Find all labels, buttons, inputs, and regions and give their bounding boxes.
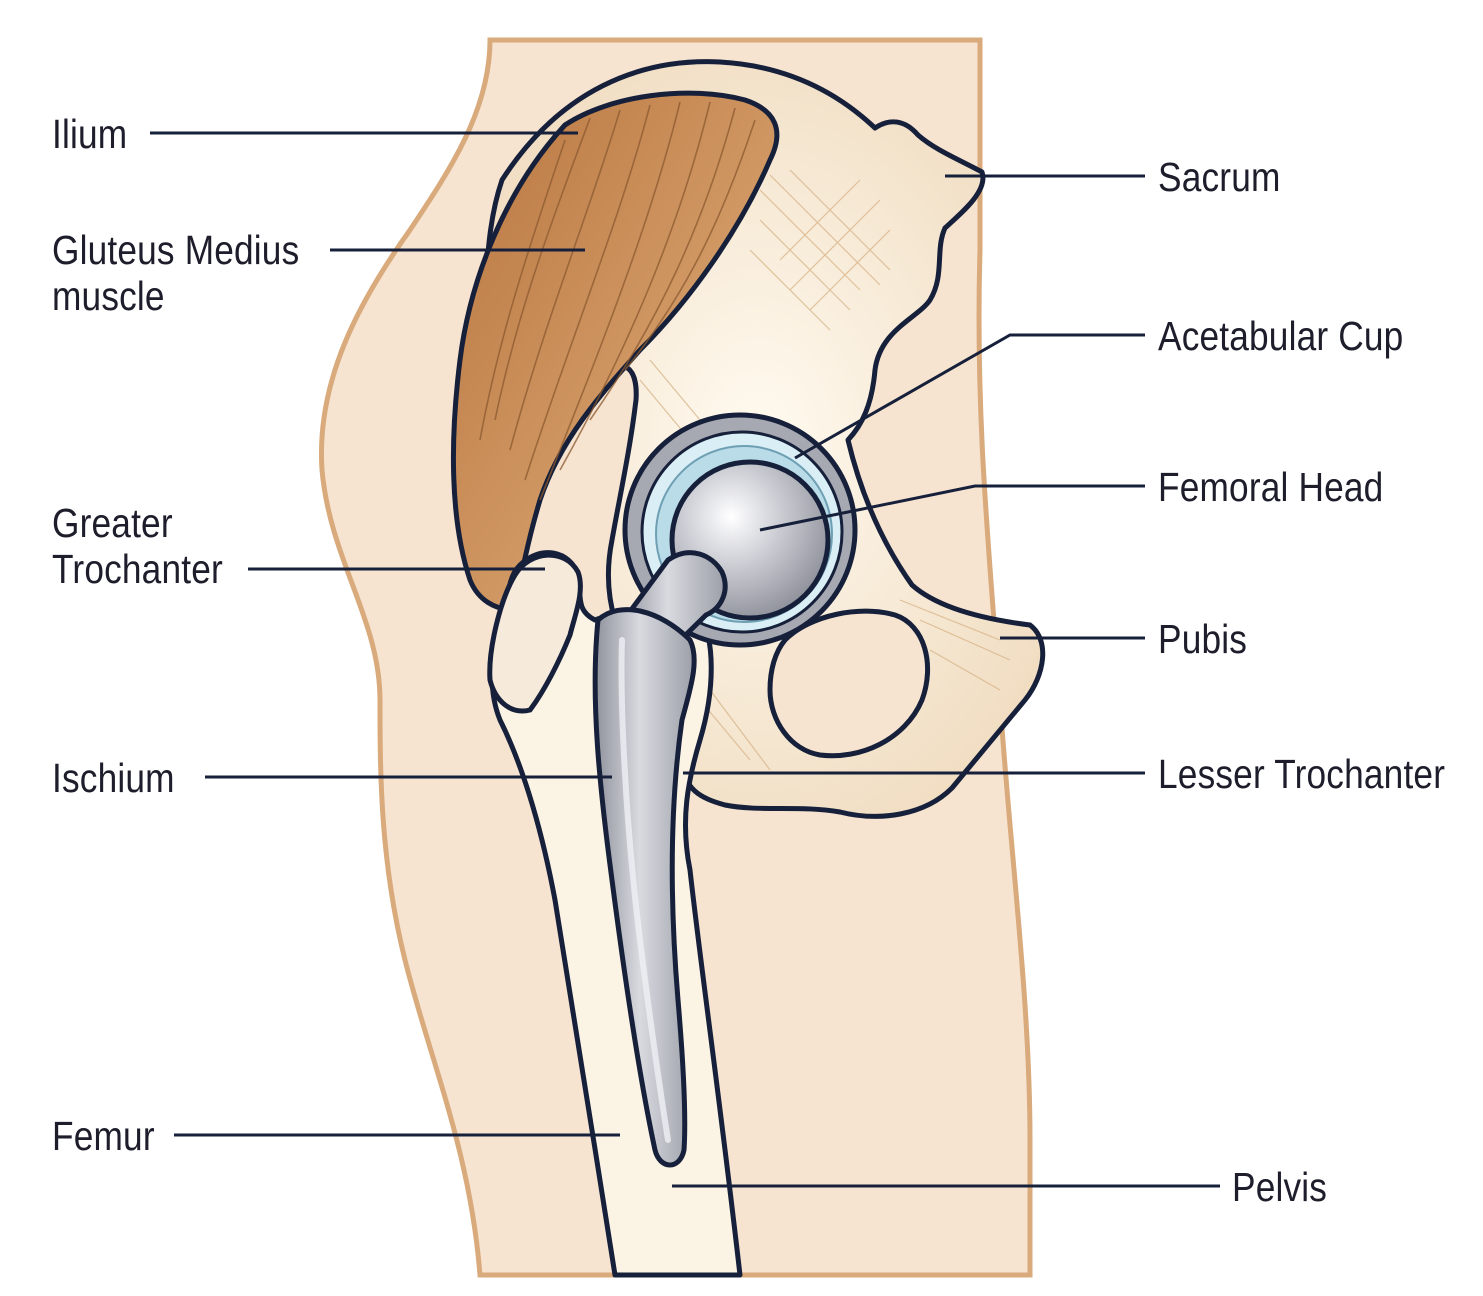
- label-greater-line2: Trochanter: [52, 546, 223, 592]
- label-femur-text: Femur: [52, 1113, 155, 1159]
- label-pubis-text: Pubis: [1158, 616, 1248, 662]
- label-femur: Femur: [52, 1113, 155, 1159]
- leader-femoral-head: [759, 484, 1145, 532]
- label-gluteus-medius: Gluteus Medius muscle: [52, 227, 299, 319]
- label-sacrum: Sacrum: [1158, 154, 1281, 200]
- label-lesser-trochanter-text: Lesser Trochanter: [1158, 751, 1446, 797]
- label-ischium: Ischium: [52, 755, 175, 801]
- label-ilium: Ilium: [52, 111, 127, 157]
- label-ischium-text: Ischium: [52, 755, 175, 801]
- obturator-foramen: [767, 608, 931, 759]
- label-lesser-trochanter: Lesser Trochanter: [1158, 751, 1445, 797]
- label-gluteus-line2: muscle: [52, 273, 165, 319]
- label-femoral-head: Femoral Head: [1158, 464, 1383, 510]
- label-pelvis: Pelvis: [1232, 1164, 1327, 1210]
- label-ilium-text: Ilium: [52, 111, 128, 157]
- label-pubis: Pubis: [1158, 616, 1247, 662]
- leader-acetabular-cup: [794, 333, 1145, 460]
- label-greater-line1: Greater: [52, 500, 173, 546]
- implant-stem: [592, 607, 697, 1168]
- leader-lines: [150, 131, 1220, 1188]
- label-acetabular-cup-text: Acetabular Cup: [1158, 313, 1404, 359]
- label-femoral-head-text: Femoral Head: [1158, 464, 1384, 510]
- label-acetabular-cup: Acetabular Cup: [1158, 313, 1403, 359]
- label-greater-trochanter: Greater Trochanter: [52, 500, 223, 592]
- muscle-fibers: [479, 101, 756, 501]
- greater-trochanter-shape: [487, 552, 583, 714]
- label-pelvis-text: Pelvis: [1232, 1164, 1328, 1210]
- label-gluteus-line1: Gluteus Medius: [52, 227, 300, 273]
- label-sacrum-text: Sacrum: [1158, 154, 1281, 200]
- implant-highlight: [618, 637, 671, 1143]
